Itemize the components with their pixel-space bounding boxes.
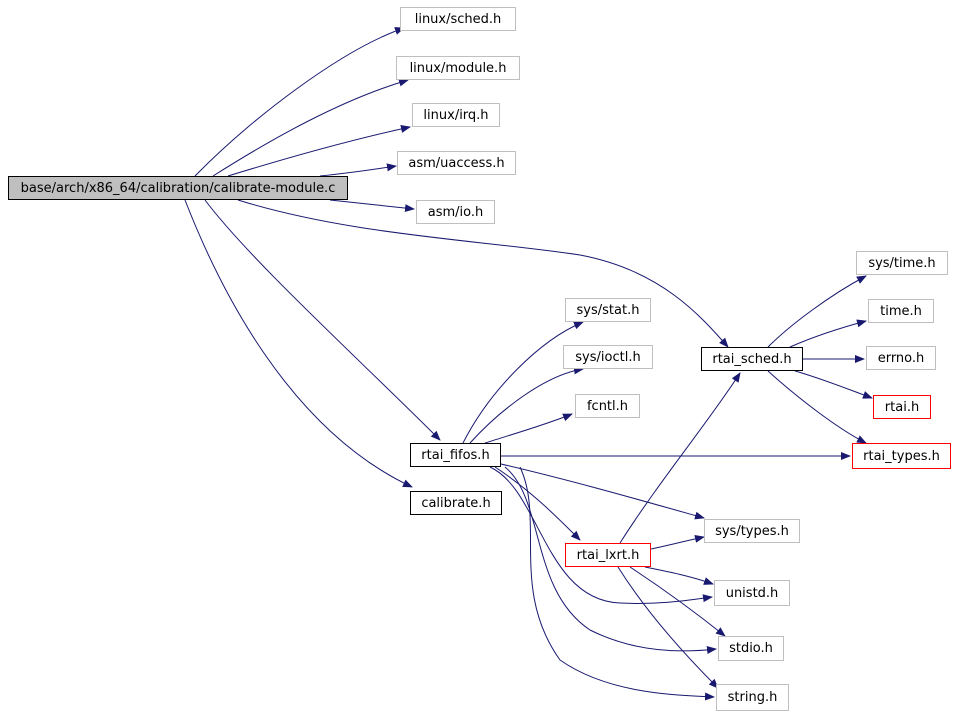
include-node-rtai-fifos[interactable]: rtai_fifos.h — [410, 443, 501, 467]
edge-rtai-sched-to-sys-time — [767, 275, 867, 348]
include-node-rtai[interactable]: rtai.h — [873, 395, 931, 419]
include-node-time: time.h — [868, 299, 934, 323]
edge-root-to-calibrate — [184, 199, 413, 488]
edge-rtai-lxrt-to-string — [617, 566, 719, 689]
include-node-stdio: stdio.h — [718, 636, 784, 661]
edge-root-to-asm-uaccess — [319, 163, 397, 177]
edge-rtai-fifos-to-fcntl — [484, 413, 573, 444]
edge-rtai-lxrt-to-sys-types — [650, 534, 705, 550]
include-node-fcntl: fcntl.h — [575, 394, 640, 418]
include-node-rtai-lxrt[interactable]: rtai_lxrt.h — [565, 543, 651, 567]
edge-rtai-fifos-to-sys-types — [500, 463, 705, 520]
include-node-errno: errno.h — [866, 346, 936, 370]
include-node-calibrate[interactable]: calibrate.h — [410, 491, 502, 515]
edge-rtai-fifos-to-rtai-lxrt — [494, 466, 581, 541]
edge-rtai-lxrt-to-rtai-sched — [619, 372, 741, 544]
edge-rtai-fifos-to-sys-ioctl — [469, 366, 584, 444]
edge-rtai-fifos-to-unistd — [489, 466, 713, 604]
edge-root-to-rtai-sched — [237, 199, 729, 348]
include-node-rtai-types[interactable]: rtai_types.h — [852, 443, 951, 469]
include-node-linux-sched: linux/sched.h — [400, 7, 516, 31]
include-node-linux-module: linux/module.h — [396, 56, 520, 80]
include-node-asm-io: asm/io.h — [416, 200, 495, 224]
edge-rtai-sched-to-time — [789, 319, 867, 348]
include-node-sys-types: sys/types.h — [704, 519, 800, 543]
edge-rtai-fifos-to-sys-stat — [462, 321, 584, 444]
edge-root-to-linux-sched — [194, 27, 405, 177]
root-file-node: base/arch/x86_64/calibration/calibrate-m… — [8, 176, 348, 200]
include-node-rtai-sched[interactable]: rtai_sched.h — [701, 347, 803, 371]
edge-root-to-linux-irq — [227, 124, 411, 177]
include-node-sys-stat: sys/stat.h — [565, 298, 651, 322]
edge-rtai-fifos-to-stdio — [504, 466, 717, 655]
include-node-sys-ioctl: sys/ioctl.h — [563, 345, 653, 369]
include-node-asm-uaccess: asm/uaccess.h — [397, 151, 516, 175]
edge-root-to-rtai-fifos — [204, 199, 441, 441]
include-node-string: string.h — [716, 684, 789, 711]
edge-rtai-lxrt-to-stdio — [629, 566, 726, 637]
include-node-linux-irq: linux/irq.h — [412, 103, 500, 127]
include-node-sys-time: sys/time.h — [856, 251, 948, 275]
edge-rtai-lxrt-to-unistd — [644, 566, 714, 585]
edge-rtai-sched-to-rtai-types — [767, 370, 867, 444]
edge-rtai-sched-to-rtai — [794, 370, 873, 399]
edge-rtai-fifos-to-string — [519, 466, 715, 701]
include-node-unistd: unistd.h — [714, 580, 790, 606]
edge-root-to-linux-module — [212, 78, 409, 177]
edge-root-to-asm-io — [329, 199, 415, 213]
